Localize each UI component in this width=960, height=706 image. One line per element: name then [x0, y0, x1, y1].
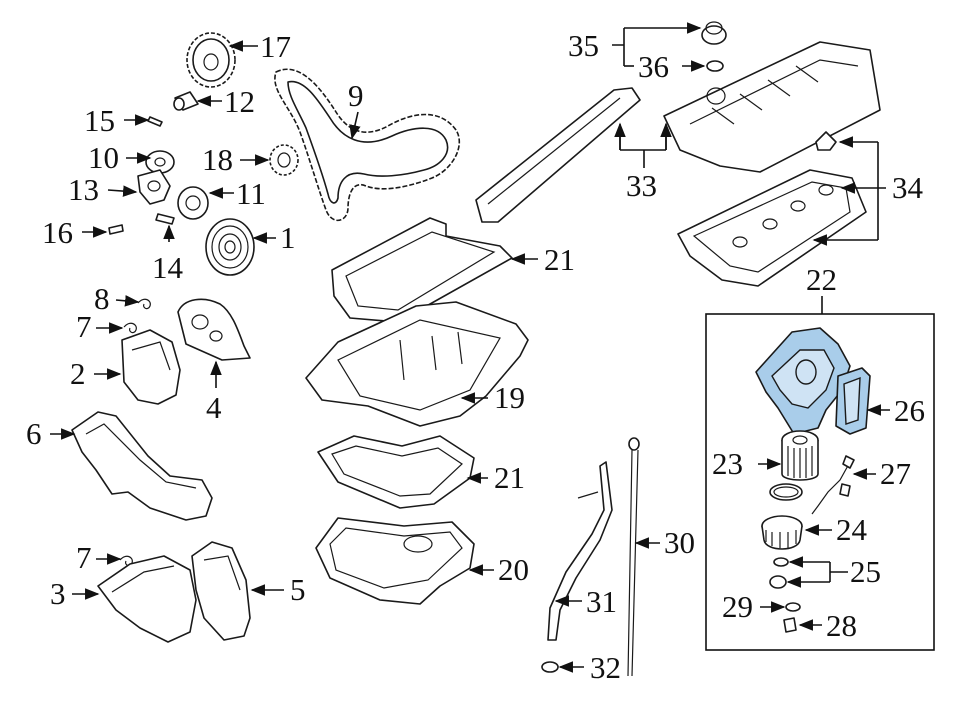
timing-belt [274, 68, 461, 222]
lower-timing-cover-left [97, 555, 197, 643]
callout-34: 34 [892, 170, 924, 205]
callout-27: 27 [880, 456, 911, 491]
clip-7-upper [123, 322, 137, 334]
callout-24: 24 [836, 512, 868, 547]
callout-31: 31 [586, 584, 617, 619]
callout-2: 2 [70, 356, 86, 391]
drain-seal [773, 557, 789, 567]
idler-gear [269, 144, 299, 176]
callout-21-lower: 21 [494, 460, 525, 495]
callout-22: 22 [806, 262, 837, 297]
o-ring [541, 661, 559, 673]
oil-filter-element [781, 430, 819, 481]
filter-assembly-box [705, 313, 935, 651]
cap-seal [706, 60, 724, 72]
grommet [815, 131, 837, 151]
idler-pulley [177, 186, 209, 220]
drain-plug [769, 575, 787, 589]
callout-3: 3 [50, 576, 66, 611]
callout-11: 11 [236, 176, 266, 211]
callout-10: 10 [88, 140, 119, 175]
oil-filter-housing [755, 327, 851, 435]
lower-timing-cover-plate [71, 411, 213, 521]
clip-8 [137, 298, 151, 310]
callout-9: 9 [348, 78, 364, 113]
lower-oil-pan [315, 517, 475, 605]
callout-28: 28 [826, 608, 857, 643]
washer [785, 602, 801, 612]
rear-timing-cover [177, 298, 251, 361]
callout-26: 26 [894, 393, 925, 428]
callout-13: 13 [68, 172, 99, 207]
callout-15: 15 [84, 103, 115, 138]
lower-timing-cover-right [191, 541, 251, 641]
bolt-15 [147, 116, 163, 127]
oil-cooler [835, 367, 871, 435]
bushing [173, 91, 199, 111]
callout-30: 30 [664, 525, 695, 560]
tensioner-arm [137, 169, 171, 205]
stud [155, 213, 175, 225]
callout-19: 19 [494, 380, 525, 415]
crankshaft-pulley [205, 218, 255, 276]
callout-1: 1 [280, 220, 296, 255]
chain-guide-rail [475, 87, 641, 223]
valve-cover-gasket [677, 169, 867, 287]
callout-labels: 17 12 15 10 18 13 11 14 16 1 8 7 2 4 6 7… [26, 28, 925, 685]
upper-timing-cover-left [121, 329, 181, 405]
callout-29: 29 [722, 589, 753, 624]
callout-33: 33 [626, 168, 657, 203]
leader-lines [50, 22, 890, 673]
dipstick [627, 437, 640, 677]
callout-18: 18 [202, 142, 233, 177]
callout-21-upper: 21 [544, 242, 575, 277]
callout-20: 20 [498, 552, 529, 587]
callout-36: 36 [638, 49, 669, 84]
bolt-16 [108, 224, 124, 235]
callout-5: 5 [290, 572, 306, 607]
callout-25: 25 [850, 554, 881, 589]
callout-32: 32 [590, 650, 621, 685]
callout-14: 14 [152, 250, 184, 285]
callout-16: 16 [42, 215, 73, 250]
callout-7-upper: 7 [76, 309, 92, 344]
callout-6: 6 [26, 416, 42, 451]
filter-o-ring [769, 483, 803, 501]
oil-filter-cap [761, 515, 803, 550]
callout-35: 35 [568, 28, 599, 63]
callout-7-lower: 7 [76, 540, 92, 575]
oil-filler-cap [701, 21, 727, 45]
callout-17: 17 [260, 29, 291, 64]
sensor-line [811, 455, 855, 515]
camshaft-sprocket [186, 32, 236, 88]
plug [783, 617, 797, 633]
callout-8: 8 [94, 281, 110, 316]
callout-23: 23 [712, 446, 743, 481]
upper-pan-gasket [331, 217, 513, 323]
callout-4: 4 [206, 390, 222, 425]
lower-pan-gasket [317, 435, 475, 509]
valve-cover [663, 41, 881, 173]
callout-12: 12 [224, 84, 255, 119]
